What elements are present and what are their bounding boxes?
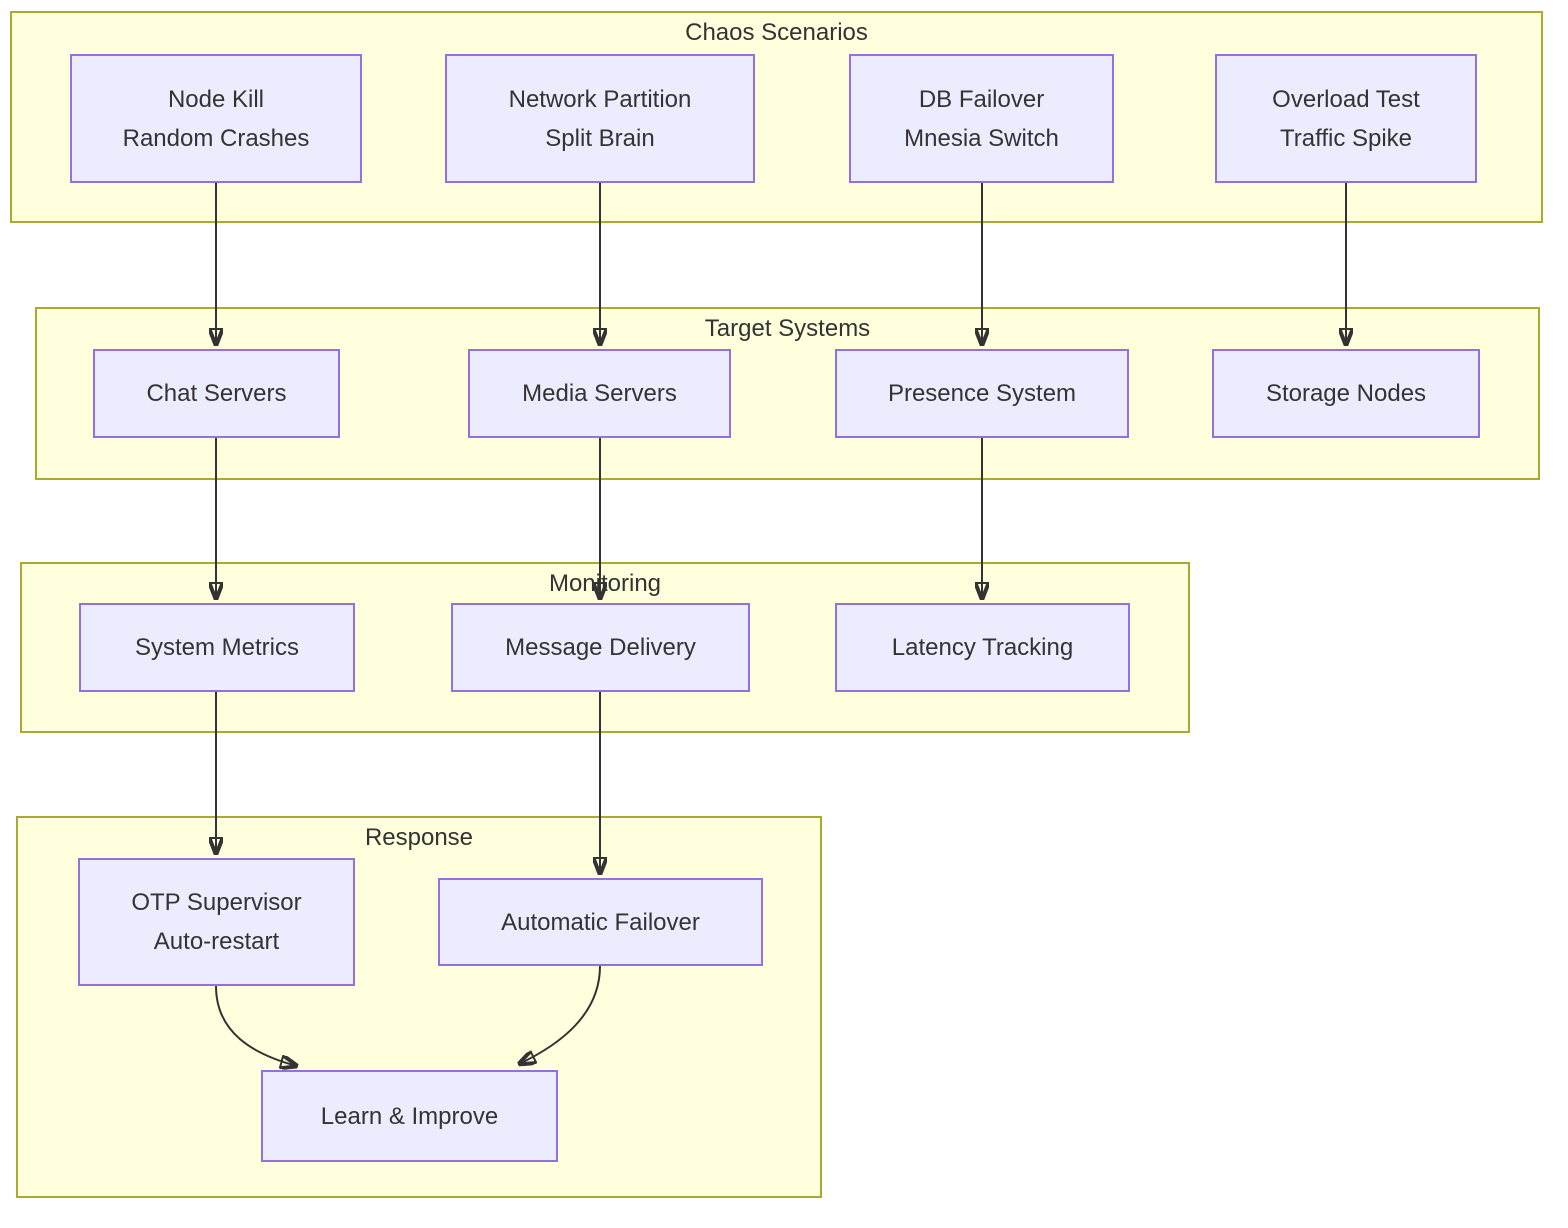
node-label-line: OTP Supervisor (131, 889, 302, 916)
node-db-failover: DB Failover Mnesia Switch (849, 54, 1114, 183)
node-label-line: Auto-restart (153, 928, 280, 955)
node-label-line: Random Crashes (122, 124, 310, 152)
node-label-line: System Metrics (134, 634, 299, 661)
node-label-line: Traffic Spike (1279, 124, 1413, 152)
node-otp-supervisor: OTP Supervisor Auto-restart (78, 858, 355, 986)
cluster-title-chaos-scenarios: Chaos Scenarios (685, 19, 868, 46)
node-label-line: Media Servers (522, 380, 677, 407)
node-latency-tracking: Latency Tracking (835, 603, 1130, 692)
node-label-line: Message Delivery (505, 634, 696, 661)
node-overload-test: Overload Test Traffic Spike (1215, 54, 1477, 183)
cluster-title-response: Response (364, 824, 474, 851)
node-storage-nodes: Storage Nodes (1212, 349, 1480, 438)
edge-otp-supervisor-learn-improve (215, 985, 297, 1066)
node-node-kill: Node Kill Random Crashes (70, 54, 362, 183)
node-label-line: Automatic Failover (501, 908, 700, 936)
node-chat-servers: Chat Servers (93, 349, 340, 438)
node-label-line: Presence System (887, 380, 1077, 407)
node-label-line: Chat Servers (146, 380, 287, 407)
node-label-line: Split Brain (545, 124, 655, 152)
node-label-line: Mnesia Switch (904, 124, 1059, 152)
node-label-line: Storage Nodes (1265, 380, 1427, 407)
node-system-metrics: System Metrics (79, 603, 355, 692)
edge-automatic-failover-learn-improve (519, 965, 601, 1064)
node-label-line: Overload Test (1272, 85, 1420, 113)
node-label-line: Node Kill (167, 85, 265, 113)
node-media-servers: Media Servers (468, 349, 731, 438)
node-label-line: Latency Tracking (891, 634, 1074, 661)
node-presence-system: Presence System (835, 349, 1129, 438)
node-message-delivery: Message Delivery (451, 603, 750, 692)
cluster-title-target-systems: Target Systems (704, 315, 871, 342)
node-label-line: Network Partition (508, 85, 692, 113)
node-label-line: DB Failover (918, 85, 1045, 113)
node-automatic-failover: Automatic Failover (438, 878, 763, 966)
node-label-line: Learn & Improve (320, 1102, 499, 1130)
node-network-partition: Network Partition Split Brain (445, 54, 755, 183)
node-learn-improve: Learn & Improve (261, 1070, 558, 1162)
